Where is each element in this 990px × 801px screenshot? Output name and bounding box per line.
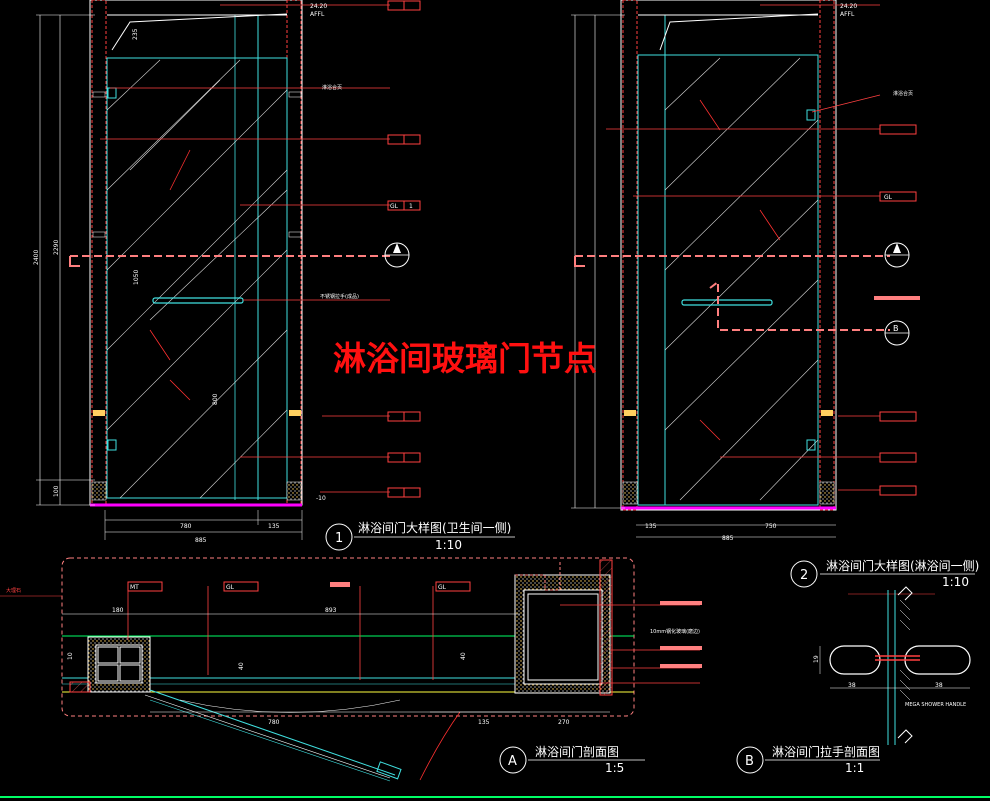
elevation-2	[571, 0, 920, 538]
detail-1-num: 1	[335, 531, 343, 546]
detail-2-num: 2	[800, 568, 808, 583]
dimA-a7: 40	[238, 662, 245, 670]
dimA-a2: 893	[325, 607, 337, 614]
note-handle-1: 不锈钢拉手(成品)	[320, 293, 359, 300]
dimA-a5: 270	[558, 719, 570, 726]
detail-1-title: 淋浴间门大样图(卫生间一侧)	[358, 520, 511, 535]
section-marker-b[interactable]: B	[884, 320, 910, 346]
detail-a-title: 淋浴间门剖面图	[535, 744, 619, 759]
dim-w2: 135	[268, 523, 280, 530]
detail-2-scale: 1:10	[942, 575, 969, 589]
dim-w1: 780	[180, 523, 192, 530]
note-left: 大理石	[6, 587, 21, 594]
section-b-label: B	[893, 324, 899, 333]
dimA-a4: 135	[478, 719, 490, 726]
section-marker-a1[interactable]	[384, 242, 410, 268]
detail-b-num: B	[745, 754, 754, 769]
dim-h-low: 800	[212, 393, 219, 405]
detail-b-scale: 1:1	[845, 761, 864, 775]
section-b-drawing	[819, 586, 971, 745]
section-marker-a2[interactable]	[884, 242, 910, 268]
tag-group-1: GL 1	[387, 0, 421, 498]
detail-1-scale: 1:10	[435, 538, 462, 552]
note-hinge-2: 淋浴合页	[893, 90, 913, 97]
dimB-b1: 38	[848, 682, 856, 689]
tag-gl-a2: GL	[438, 584, 447, 591]
main-title: 淋浴间玻璃门节点	[333, 339, 597, 378]
level-afl-1: AFFL	[310, 11, 325, 18]
dim2-total: 885	[722, 535, 734, 542]
dim-h-base: 100	[53, 485, 60, 497]
detail-a-label: A 淋浴间门剖面图 1:5	[499, 744, 645, 775]
section-a-drawing	[0, 557, 702, 782]
note-glass: 10mm钢化玻璃(磨边)	[650, 628, 700, 635]
tag-mt: MT	[130, 584, 139, 591]
dim-h-handle: 1050	[133, 270, 140, 285]
tag-gl: GL	[390, 203, 399, 210]
dim-h-top: 235	[132, 28, 139, 40]
detail-1-label: 1 淋浴间门大样图(卫生间一侧) 1:10	[325, 520, 515, 552]
dimB-b2: 38	[935, 682, 943, 689]
dim-total: 885	[195, 537, 207, 544]
dim2-w1: 135	[645, 523, 657, 530]
detail-a-scale: 1:5	[605, 761, 624, 775]
dim-h-total: 2400	[33, 250, 40, 265]
level-top-2: 24.20	[840, 3, 857, 10]
level-bottom-1: -10	[316, 495, 326, 502]
detail-2-title: 淋浴间门大样图(淋浴间一侧)	[826, 558, 979, 573]
level-top-1: 24.20	[310, 3, 327, 10]
tag-num: 1	[409, 203, 413, 210]
dimA-a6: 10	[67, 652, 74, 660]
dimA-a1: 180	[112, 607, 124, 614]
detail-b-title: 淋浴间门拉手剖面图	[772, 744, 880, 759]
dim-h-glass: 2290	[53, 240, 60, 255]
note-hinge-1: 淋浴合页	[322, 84, 342, 91]
note-shower-handle: MEGA SHOWER HANDLE	[905, 702, 966, 708]
dimA-a3: 780	[268, 719, 280, 726]
detail-a-num: A	[508, 754, 517, 769]
level-afl-2: AFFL	[840, 11, 855, 18]
dim2-w2: 750	[765, 523, 777, 530]
detail-2-label: 2 淋浴间门大样图(淋浴间一侧) 1:10	[790, 558, 979, 589]
dimA-a8: 40	[460, 652, 467, 660]
dimB-b3: 19	[813, 655, 820, 663]
tag-gl-2: GL	[884, 194, 893, 201]
detail-b-label: B 淋浴间门拉手剖面图 1:1	[736, 744, 880, 775]
elevation-1	[36, 0, 390, 540]
tag-gl-a1: GL	[226, 584, 235, 591]
